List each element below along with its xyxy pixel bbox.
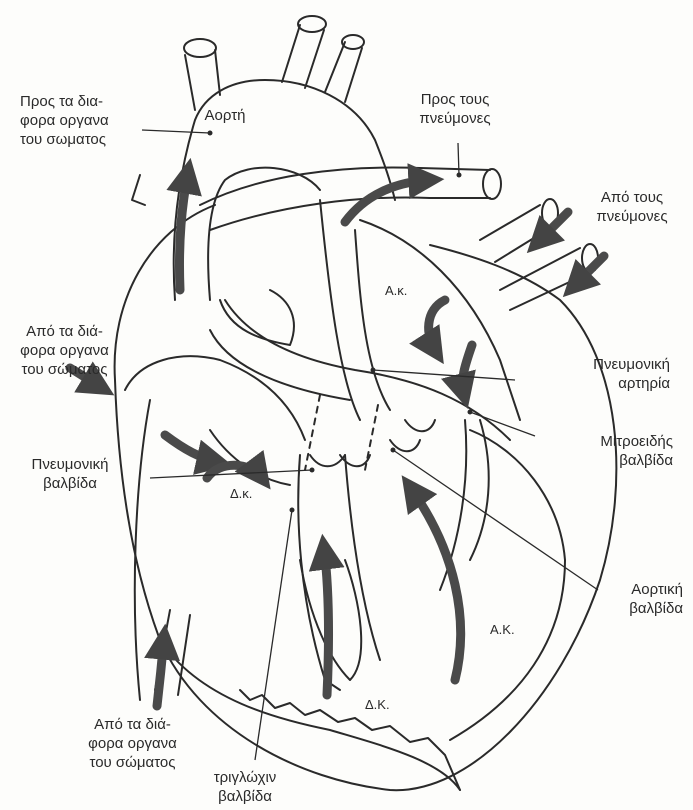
flow-arrow-ra [165, 435, 218, 462]
flow-arrow-aorta [179, 172, 188, 290]
aorta-branch-right [325, 42, 362, 102]
label-left-atrium: Α.κ. [385, 283, 407, 298]
label-from-body-organs-lower: Από τα διά- φορα οργανα του σώματος [70, 715, 195, 772]
flow-arrow-from-body-lower [157, 638, 164, 706]
flow-arrow-rv-up [324, 548, 328, 695]
aorta-branch-left [185, 50, 220, 110]
label-mitral-valve: Μιτροειδής βαλβίδα [540, 432, 673, 470]
aorta-branch-mid [282, 25, 324, 88]
flow-arrow-to-lungs [345, 180, 430, 222]
flow-arrow-la-2 [463, 345, 472, 395]
label-pulmonary-valve: Πνευμονική βαλβίδα [5, 455, 135, 493]
label-from-body-organs-upper: Από τα διά- φορα οργανα του σώματος [2, 322, 127, 379]
label-right-atrium: Δ.κ. [230, 486, 252, 501]
label-aortic-valve: Αορτική βαλβίδα [560, 580, 683, 618]
label-right-ventricle: Δ.Κ. [365, 697, 390, 712]
label-from-lungs: Από τους πνεύμονες [582, 188, 682, 226]
flow-arrow-from-lungs-2 [573, 256, 604, 287]
label-to-body-organs: Προς τα δια- φορα οργανα του σωματος [20, 92, 145, 149]
label-to-lungs: Προς τους πνεύμονες [400, 90, 510, 128]
label-aorta: Αορτή [190, 106, 260, 125]
flow-arrow-la-1 [429, 300, 445, 352]
label-left-ventricle: Α.Κ. [490, 622, 515, 637]
flow-arrow-lv-up [410, 487, 461, 680]
label-tricuspid-valve: τριγλώχιν βαλβίδα [190, 768, 300, 806]
flow-arrow-rv-swirl [207, 465, 262, 478]
label-pulmonary-artery: Πνευμονική αρτηρία [540, 355, 670, 393]
